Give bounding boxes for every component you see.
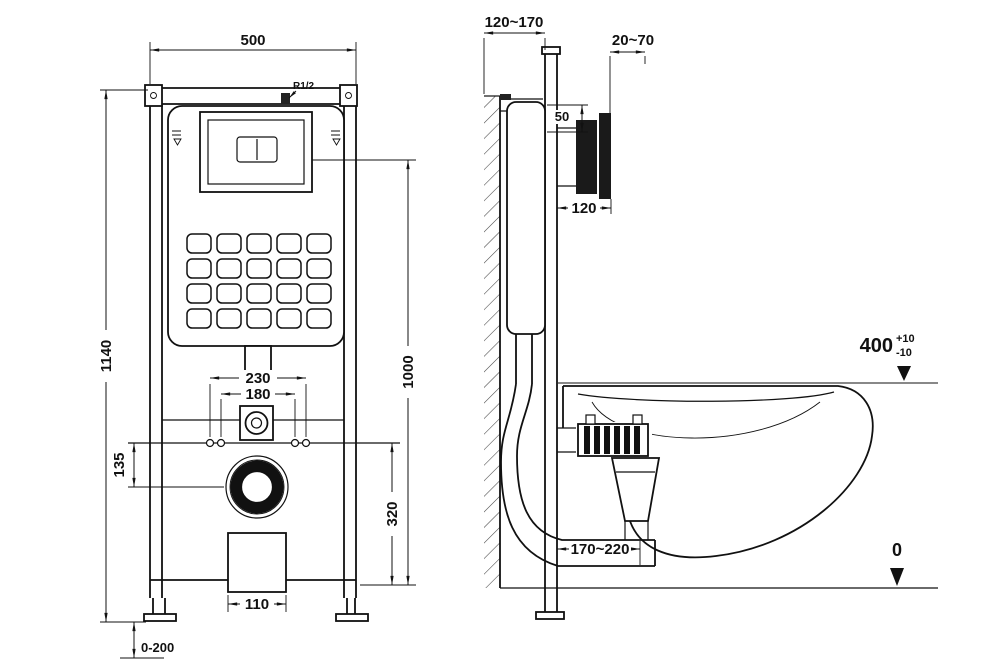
- front-dimensions: 500 1140 1000 320: [97, 32, 417, 659]
- plate-mechanism: [576, 120, 597, 194]
- outlet-cone: [610, 457, 661, 540]
- flush-buttons: [236, 136, 278, 163]
- dim-inlet-drop: 135: [111, 452, 128, 477]
- flush-plate: [199, 111, 313, 193]
- flush-connector: [557, 414, 652, 458]
- inlet-thread-fitting: [281, 93, 290, 104]
- cistern-side-mark-right: [331, 130, 341, 146]
- flush-plate-side: [557, 113, 611, 199]
- side-dimensions: 120~170 20~70 50 120 170~220: [483, 14, 915, 586]
- foot-plate-right: [335, 613, 369, 622]
- cistern-grid-pattern: [186, 233, 332, 329]
- dim-width-top: 500: [240, 32, 265, 49]
- side-view: 120~170 20~70 50 120 170~220: [483, 14, 938, 620]
- floor-level-label: 0: [892, 540, 902, 560]
- dim-height-right: 1000: [400, 355, 417, 388]
- rim-tol-plus: +10: [896, 333, 915, 345]
- rim-level-arrow: [897, 366, 911, 381]
- water-inlet: [239, 405, 274, 441]
- foot-plate-left: [143, 613, 177, 622]
- front-view: 500 1140 1000 320: [97, 32, 417, 659]
- dim-duct-width: 110: [245, 596, 269, 613]
- dim-frame-depth: 120~170: [485, 14, 544, 31]
- cistern-side: [506, 101, 546, 384]
- frame-legs: [152, 598, 356, 614]
- dim-foot-adjust: 0-200: [141, 640, 174, 655]
- dim-plate-height: 120: [571, 200, 596, 217]
- drain-outlet: [225, 455, 289, 519]
- cistern-side-mark-left: [172, 130, 182, 146]
- rim-tol-minus: -10: [896, 347, 912, 359]
- dim-fixing-inner: 180: [245, 386, 270, 403]
- plate-panel: [599, 113, 611, 199]
- dim-height-overall: 1140: [98, 340, 115, 373]
- dim-drain-setout: 170~220: [571, 541, 630, 558]
- floor-level-arrow: [890, 568, 904, 586]
- drain-pipe: [500, 383, 656, 567]
- dim-fixing-outer: 230: [245, 370, 270, 387]
- toilet-bowl: [562, 385, 874, 559]
- fixing-bolts: [205, 438, 311, 448]
- floor-drain-duct: [227, 532, 287, 593]
- rim-height-callout: 400 +10 -10: [860, 333, 915, 381]
- dim-top-gap: 50: [555, 109, 569, 124]
- wall-section: [484, 95, 501, 588]
- foot-plate-side: [535, 611, 565, 620]
- dim-rim-height: 400: [860, 335, 893, 357]
- floor-level-callout: 0: [890, 540, 904, 586]
- installation-frame: [128, 84, 400, 622]
- dim-plate-adjust: 20~70: [612, 32, 654, 49]
- dim-drain-center-height: 320: [384, 501, 401, 526]
- wall-hatch: [484, 96, 500, 588]
- thread-label: R1/2: [293, 81, 315, 92]
